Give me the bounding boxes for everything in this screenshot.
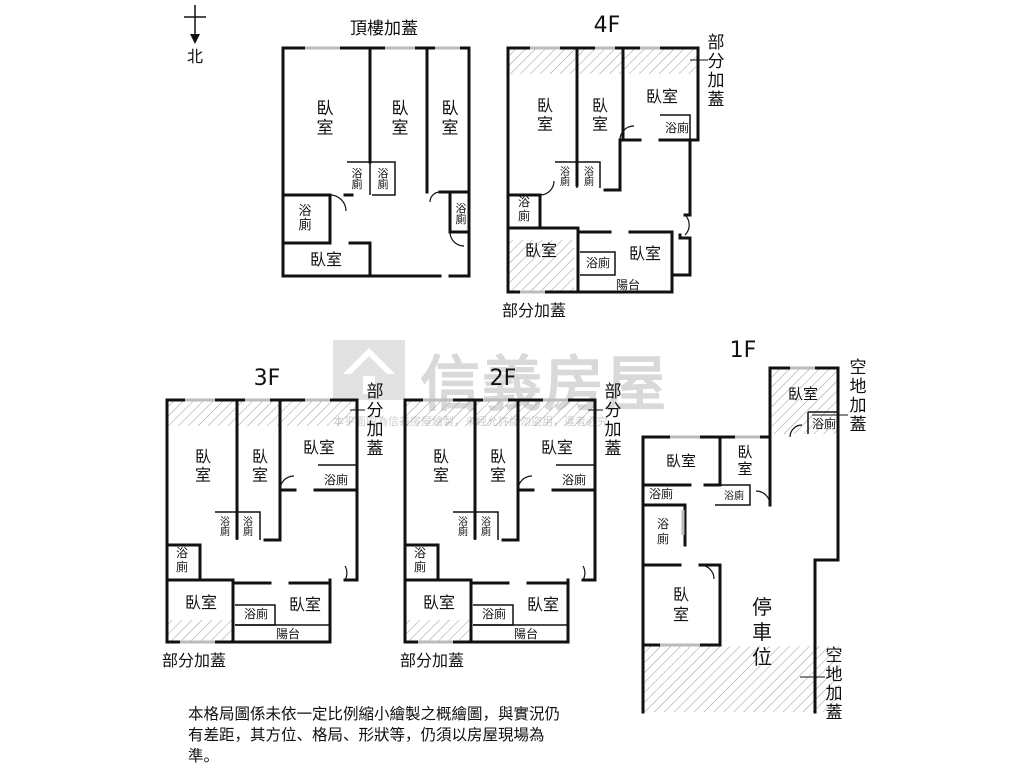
north-label: 北 — [187, 47, 203, 66]
f4-bathroom-label: 浴廁 — [586, 255, 610, 270]
f1-bedroom-label: 臥室 — [788, 385, 818, 403]
f4-bathroom-label: 浴廁 — [518, 195, 530, 223]
f4-partial-extension-note: 部分加蓋 — [708, 33, 725, 110]
roof-bathroom-label: 浴廁 — [352, 167, 363, 191]
f3-bedroom-label: 臥室 — [185, 593, 217, 612]
f3-bedroom-label: 臥室 — [303, 438, 335, 457]
f4-title: 4F — [594, 13, 621, 38]
f2-bedroom-label: 臥室 — [433, 447, 449, 484]
f3-partial-extension-note: 部分加蓋 — [367, 382, 384, 459]
f1-bedroom-label: 臥室 — [737, 443, 752, 478]
f3-bathroom-label: 浴廁 — [243, 516, 253, 538]
watermark-logo — [333, 340, 405, 404]
f1-bathroom-label: 浴廁 — [724, 489, 744, 502]
f2-bathroom-label: 浴廁 — [481, 516, 491, 538]
f4-bathroom-label: 浴廁 — [560, 166, 570, 188]
f1-title: 1F — [730, 338, 757, 363]
north-arrow-icon — [184, 5, 206, 44]
f4-bedroom-label: 臥室 — [525, 241, 557, 260]
f2-bathroom-label: 浴廁 — [562, 472, 586, 487]
f1-bathroom-label: 浴廁 — [657, 517, 669, 546]
f1-parking-label: 停車位 — [752, 595, 772, 669]
f1-bathroom-label: 浴廁 — [812, 416, 836, 431]
roof-floor-plan — [281, 46, 471, 278]
f2-bedroom-label: 臥室 — [541, 438, 573, 457]
f3-bedroom-label: 臥室 — [252, 447, 268, 484]
f3-bathroom-label: 浴廁 — [176, 546, 188, 574]
roof-bedroom-label: 臥室 — [442, 99, 459, 139]
f3-title: 3F — [254, 366, 281, 391]
f1-floor-plan — [641, 366, 848, 714]
roof-bathroom-label: 浴廁 — [298, 204, 311, 233]
f4-bedroom-label: 臥室 — [537, 96, 553, 133]
roof-bathroom-label: 浴廁 — [378, 167, 389, 191]
f2-partial-extension-note: 部分加蓋 — [400, 651, 464, 670]
f3-bathroom-label: 浴廁 — [324, 472, 348, 487]
f1-vacant-land-extension-note: 空地加蓋 — [850, 358, 867, 435]
f2-title: 2F — [490, 366, 517, 391]
f2-partial-extension-note: 部分加蓋 — [605, 382, 622, 459]
roof-bathroom-label: 浴廁 — [456, 202, 467, 226]
f1-bathroom-label: 浴廁 — [649, 486, 673, 501]
f2-bedroom-label: 臥室 — [490, 447, 506, 484]
f2-bedroom-label: 臥室 — [527, 595, 559, 614]
f1-bedroom-label: 臥室 — [673, 585, 689, 624]
f2-bathroom-label: 浴廁 — [458, 516, 468, 538]
f4-balcony-label: 陽台 — [616, 277, 640, 292]
f1-vacant-land-extension-note: 空地加蓋 — [826, 646, 843, 723]
f2-bathroom-label: 浴廁 — [414, 546, 426, 574]
f3-partial-extension-note: 部分加蓋 — [162, 651, 226, 670]
f2-floor-plan — [403, 398, 597, 644]
roof-bedroom-label: 臥室 — [310, 250, 342, 269]
f3-balcony-label: 陽台 — [276, 626, 300, 641]
f4-bedroom-label: 臥室 — [646, 87, 678, 106]
disclaimer-text: 本格局圖係未依一定比例縮小繪製之概繪圖，與實況仍有差距，其方位、格局、形狀等，仍… — [188, 705, 561, 765]
f2-bathroom-label: 浴廁 — [482, 606, 506, 621]
roof-title: 頂樓加蓋 — [350, 19, 418, 39]
roof-bedroom-label: 臥室 — [392, 99, 409, 139]
f3-bathroom-label: 浴廁 — [244, 606, 268, 621]
f4-floor-plan — [506, 46, 700, 294]
f3-floor-plan — [165, 398, 359, 644]
f3-bedroom-label: 臥室 — [195, 447, 211, 484]
roof-bedroom-label: 臥室 — [317, 99, 334, 139]
f3-bedroom-label: 臥室 — [289, 595, 321, 614]
f4-bathroom-label: 浴廁 — [584, 166, 594, 188]
f4-bedroom-label: 臥室 — [629, 244, 661, 263]
f2-bedroom-label: 臥室 — [423, 593, 455, 612]
f4-bedroom-label: 臥室 — [592, 96, 608, 133]
f4-partial-extension-note: 部分加蓋 — [502, 301, 566, 320]
f3-bathroom-label: 浴廁 — [220, 516, 230, 538]
f1-bedroom-label: 臥室 — [666, 452, 696, 470]
f4-bathroom-label: 浴廁 — [665, 120, 689, 135]
f2-balcony-label: 陽台 — [514, 626, 538, 641]
